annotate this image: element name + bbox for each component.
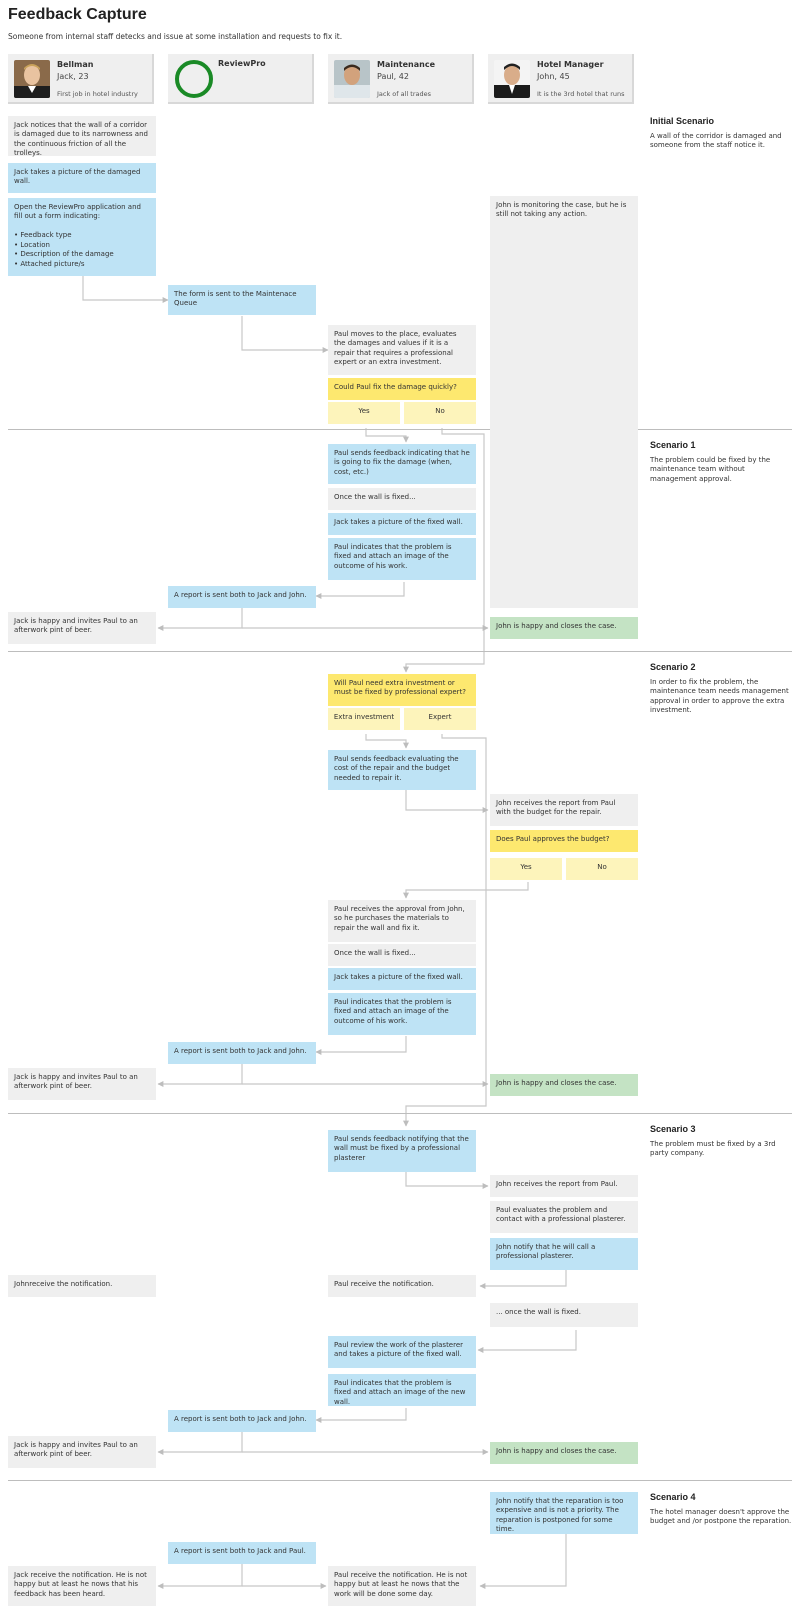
step-box: John is happy and closes the case. <box>490 1074 638 1096</box>
decision-option-expert: Expert <box>404 708 476 730</box>
step-box: John is monitoring the case, but he is s… <box>490 196 638 608</box>
decision-option-extra-investment: Extra investment <box>328 708 400 730</box>
persona-name: Paul, 42 <box>377 72 409 81</box>
persona-name: John, 45 <box>537 72 570 81</box>
persona-desc: It is the 3rd hotel that runs <box>537 90 625 98</box>
step-box: A report is sent both to Jack and John. <box>168 1410 316 1432</box>
scenario-divider <box>8 429 792 430</box>
step-box: Jack is happy and invites Paul to an aft… <box>8 612 156 644</box>
page-subtitle: Someone from internal staff detecks and … <box>8 32 343 41</box>
step-box: Paul sends feedback notifying that the w… <box>328 1130 476 1172</box>
decision-option-yes: Yes <box>490 858 562 880</box>
persona-hotel-manager: Hotel Manager John, 45 It is the 3rd hot… <box>488 54 634 104</box>
maintenance-avatar <box>334 60 370 98</box>
step-box: Jack notices that the wall of a corridor… <box>8 116 156 157</box>
step-box: John receives the report from Paul. <box>490 1175 638 1197</box>
decision-question: Does Paul approves the budget? <box>490 830 638 852</box>
persona-role: Bellman <box>57 60 94 69</box>
step-box: Paul receive the notification. <box>328 1275 476 1297</box>
step-box: John notify that he will call a professi… <box>490 1238 638 1270</box>
step-box: Johnreceive the notification. <box>8 1275 156 1297</box>
scenario-description: The problem must be fixed by a 3rd party… <box>650 1140 776 1158</box>
step-box: Jack takes a picture of the damaged wall… <box>8 163 156 193</box>
step-box: John is happy and closes the case. <box>490 617 638 639</box>
step-box: Paul moves to the place, evaluates the d… <box>328 325 476 375</box>
step-box: A report is sent both to Jack and Paul. <box>168 1542 316 1564</box>
decision-option-yes: Yes <box>328 402 400 424</box>
scenario-divider <box>8 1113 792 1114</box>
step-box: John is happy and closes the case. <box>490 1442 638 1464</box>
step-box: Open the ReviewPro application and fill … <box>8 198 156 276</box>
persona-role: ReviewPro <box>218 59 266 68</box>
step-box: Once the wall is fixed... <box>328 944 476 966</box>
step-box: John notify that the reparation is too e… <box>490 1492 638 1534</box>
persona-reviewpro: ReviewPro <box>168 54 314 104</box>
persona-name: Jack, 23 <box>57 72 89 81</box>
persona-role: Maintenance <box>377 60 436 69</box>
scenario-description: The hotel manager doesn't approve the bu… <box>650 1508 792 1526</box>
scenario-title: Scenario 4 <box>650 1492 696 1502</box>
decision-option-no: No <box>404 402 476 424</box>
step-box: The form is sent to the Maintenace Queue <box>168 285 316 315</box>
step-box: John receives the report from Paul with … <box>490 794 638 826</box>
persona-role: Hotel Manager <box>537 60 604 69</box>
scenario-title: Scenario 1 <box>650 440 696 450</box>
step-box: Paul indicates that the problem is fixed… <box>328 993 476 1035</box>
scenario-title: Scenario 2 <box>650 662 696 672</box>
scenario-divider <box>8 1480 792 1481</box>
persona-bellman: Bellman Jack, 23 First job in hotel indu… <box>8 54 154 104</box>
persona-desc: First job in hotel industry <box>57 90 138 98</box>
step-box: Jack is happy and invites Paul to an aft… <box>8 1436 156 1468</box>
step-box: Jack takes a picture of the fixed wall. <box>328 968 476 990</box>
scenario-title: Scenario 3 <box>650 1124 696 1134</box>
step-box: A report is sent both to Jack and John. <box>168 1042 316 1064</box>
step-box: Paul receive the notification. He is not… <box>328 1566 476 1606</box>
bellman-avatar <box>14 60 50 98</box>
persona-desc: Jack of all trades <box>377 90 432 98</box>
persona-maintenance: Maintenance Paul, 42 Jack of all trades <box>328 54 474 104</box>
step-box: Once the wall is fixed... <box>328 488 476 510</box>
decision-option-no: No <box>566 858 638 880</box>
scenario-divider <box>8 651 792 652</box>
step-box: Paul sends feedback indicating that he i… <box>328 444 476 484</box>
step-box: Paul receives the approval from John, so… <box>328 900 476 942</box>
step-box: Paul sends feedback evaluating the cost … <box>328 750 476 790</box>
page-title: Feedback Capture <box>8 6 147 23</box>
step-box: Paul indicates that the problem is fixed… <box>328 1374 476 1406</box>
reviewpro-logo-icon <box>175 60 213 98</box>
step-box: ... once the wall is fixed. <box>490 1303 638 1327</box>
step-box: Paul evaluates the problem and contact w… <box>490 1201 638 1233</box>
step-box: Jack is happy and invites Paul to an aft… <box>8 1068 156 1100</box>
decision-question: Could Paul fix the damage quickly? <box>328 378 476 400</box>
step-box: Paul review the work of the plasterer an… <box>328 1336 476 1368</box>
scenario-title: Initial Scenario <box>650 116 715 126</box>
step-box: Jack receive the notification. He is not… <box>8 1566 156 1606</box>
manager-avatar <box>494 60 530 98</box>
scenario-description: A wall of the corridor is damaged and so… <box>650 132 782 150</box>
scenario-description: In order to fix the problem, the mainten… <box>650 678 789 715</box>
step-box: Jack takes a picture of the fixed wall. <box>328 513 476 535</box>
scenario-description: The problem could be fixed by the mainte… <box>650 456 771 483</box>
decision-question: Will Paul need extra investment or must … <box>328 674 476 706</box>
step-box: A report is sent both to Jack and John. <box>168 586 316 608</box>
step-box: Paul indicates that the problem is fixed… <box>328 538 476 580</box>
